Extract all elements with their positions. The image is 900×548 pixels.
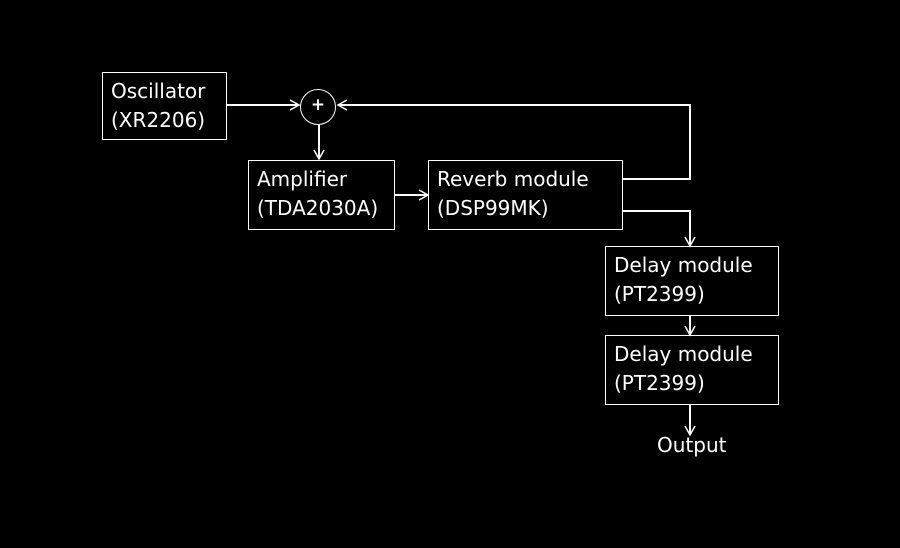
delay-block-1: Delay module (PT2399) [605,246,779,316]
output-label: Output [657,433,727,457]
amplifier-block: Amplifier (TDA2030A) [248,160,395,230]
delay-1-part: (PT2399) [614,282,705,306]
sum-symbol: + [310,95,326,115]
oscillator-part: (XR2206) [111,108,206,132]
reverb-part: (DSP99MK) [437,196,549,220]
delay-2-title: Delay module [614,342,753,366]
summing-junction: + [300,89,336,125]
amplifier-part: (TDA2030A) [257,196,379,220]
reverb-to-delay-arrow [622,210,696,248]
oscillator-block: Oscillator (XR2206) [102,72,227,140]
reverb-block: Reverb module (DSP99MK) [428,160,623,230]
delay-block-2: Delay module (PT2399) [605,335,779,405]
delay-2-part: (PT2399) [614,371,705,395]
reverb-feedback-arrow [336,99,691,180]
oscillator-title: Oscillator [111,79,206,103]
delay-1-title: Delay module [614,253,753,277]
reverb-title: Reverb module [437,167,589,191]
amplifier-title: Amplifier [257,167,348,191]
